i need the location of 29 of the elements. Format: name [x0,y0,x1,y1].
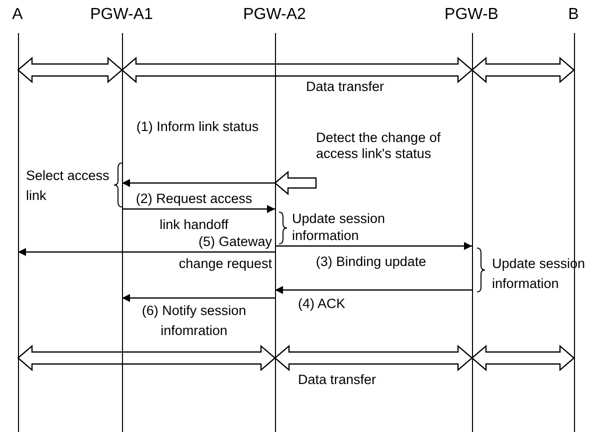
edge-label: Data transfer [296,371,378,389]
edge-label: (3) Binding update [314,253,428,271]
edge-label: (5) Gateway change request [178,233,272,273]
edge-label: (6) Notify session infomration [140,302,248,340]
double-block-arrow [274,170,317,196]
double-block-arrow [471,56,575,84]
lifeline-header: PGW-A2 [242,6,307,24]
edge-label: Data transfer [304,78,386,96]
message-arrow [122,179,275,187]
annotation-text: Update session information [292,210,386,244]
double-block-arrow [274,344,473,372]
edge-label: (4) ACK [298,295,346,313]
double-block-arrow [471,344,575,372]
double-block-arrow [17,344,276,372]
message-arrow [122,205,275,213]
edge-label: (1) Inform link status [135,118,260,136]
double-block-arrow [17,56,123,84]
lifeline-header: PGW-A1 [89,6,154,24]
lifeline-header: PGW-B [444,6,500,24]
message-arrow [275,242,472,250]
lifeline-header: A [11,6,24,24]
message-arrow [275,286,472,294]
lifeline-header: B [567,6,580,24]
message-arrow [18,248,275,256]
edge-label: (2) Request access link handoff [134,190,254,234]
message-arrow [122,294,275,302]
note-text: Detect the change of access link's status [316,130,444,162]
double-block-arrow [121,56,473,84]
annotation-text: Select access link [26,167,110,205]
